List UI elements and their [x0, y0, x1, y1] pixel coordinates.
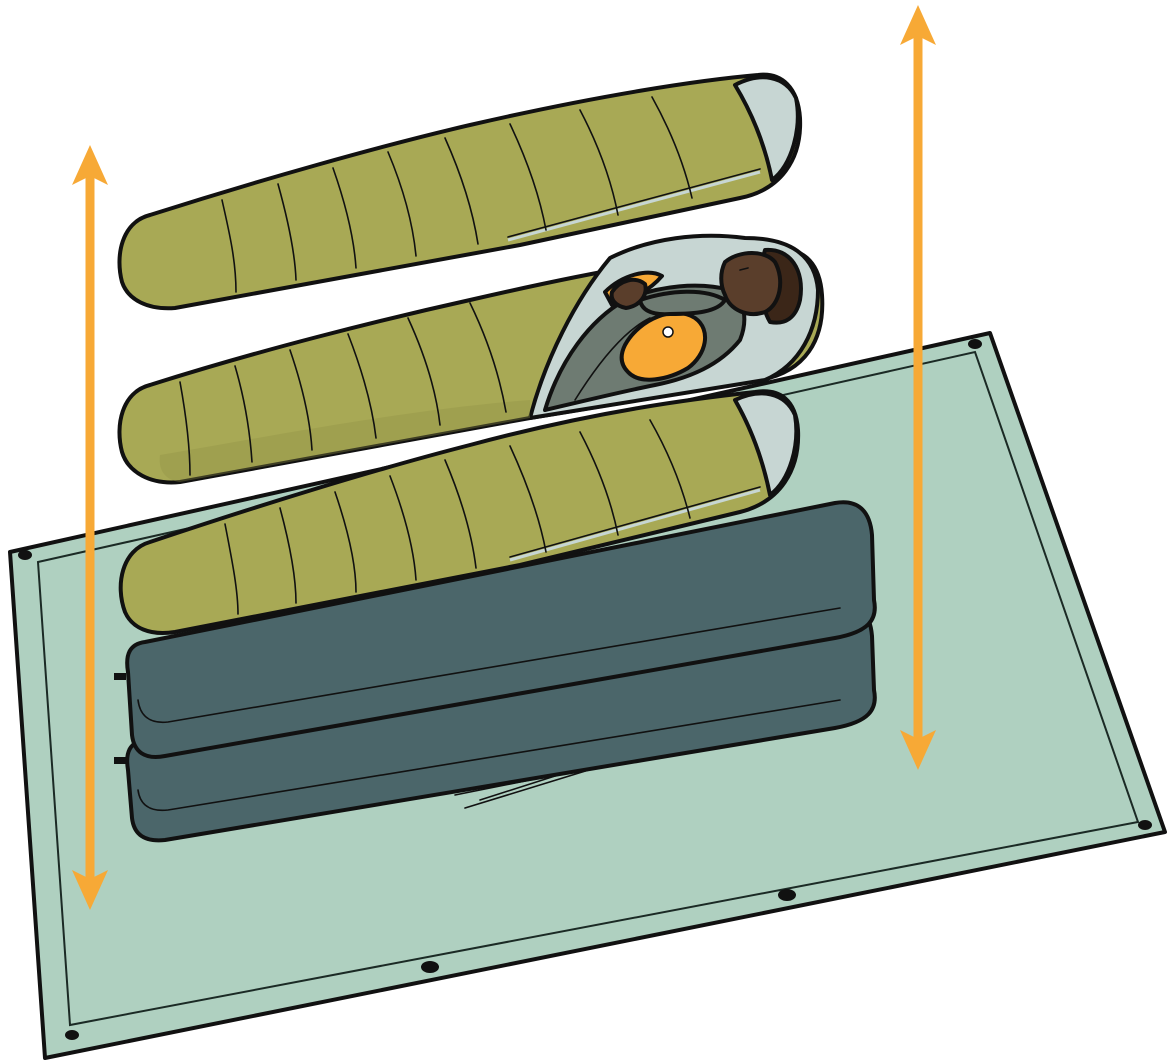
- hot-water-bottle-cap: [663, 327, 673, 337]
- grommet: [968, 339, 982, 349]
- pad-valve: [114, 673, 126, 680]
- grommet: [18, 550, 32, 560]
- person-head: [721, 253, 780, 314]
- grommet: [65, 1030, 79, 1040]
- grommet: [778, 889, 796, 901]
- pad-valve: [114, 757, 126, 764]
- grommet: [421, 961, 439, 973]
- person-arm: [640, 292, 725, 314]
- grommet: [1138, 820, 1152, 830]
